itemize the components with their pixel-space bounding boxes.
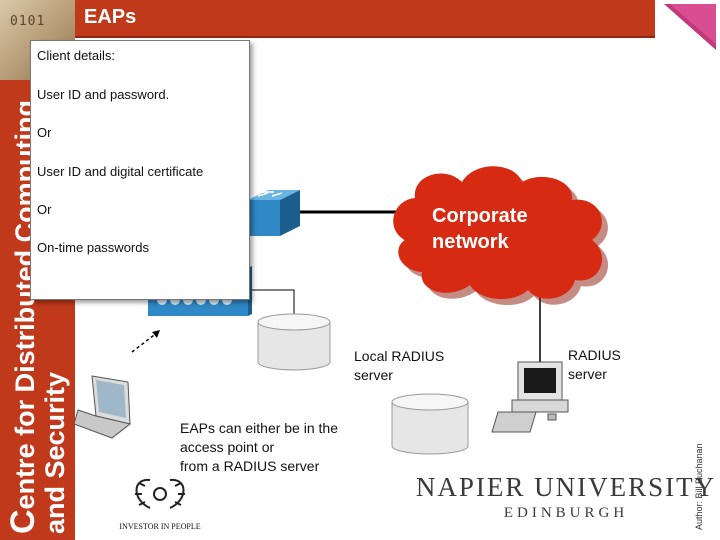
logo-digits: 0101 [10, 14, 46, 29]
radius-line2: server [568, 366, 607, 382]
university-name: NAPIER UNIVERSITY [415, 472, 717, 502]
popup-line: User ID and password. [37, 87, 170, 102]
cloud-label: Corporate network [432, 203, 528, 255]
laptop-icon [73, 375, 132, 439]
university-logo: NAPIER UNIVERSITY EDINBURGH [412, 472, 720, 522]
corner-triangle-icon [656, 0, 720, 52]
radius-server-label: RADIUS server [568, 346, 621, 384]
header-bar [75, 0, 655, 38]
database-icon [391, 393, 469, 455]
desktop-computer-icon [491, 361, 569, 433]
popup-line: Or [37, 125, 52, 140]
wireless-link [131, 331, 159, 353]
page-title: EAPs [84, 6, 137, 28]
popup-line: Client details: [37, 48, 116, 63]
local-radius-line1: Local RADIUS [354, 348, 445, 364]
eaps-note-line3: from a RADIUS server [180, 458, 320, 474]
local-radius-line2: server [354, 367, 393, 383]
database-icon [257, 313, 331, 371]
eaps-note: EAPs can either be in the access point o… [180, 419, 338, 476]
cloud-icon [393, 166, 609, 306]
radius-line1: RADIUS [568, 347, 621, 363]
author-label: Author: Bill Buchanan [694, 443, 704, 530]
switch-local-radius-link [248, 289, 295, 318]
cloud-label-line1: Corporate [432, 205, 528, 227]
client-details-box: Client details: User ID and password. Or… [30, 40, 250, 300]
cloud-label-line2: network [432, 231, 509, 253]
eaps-note-line1: EAPs can either be in the [180, 420, 338, 436]
investor-in-people-text: INVESTOR IN PEOPLE [119, 522, 201, 531]
popup-line: On-time passwords [37, 240, 149, 255]
arrow-head-icon [152, 330, 160, 338]
local-radius-label: Local RADIUS server [354, 347, 444, 385]
wreath-logo-icon [135, 478, 185, 509]
popup-line: Or [37, 202, 52, 217]
eaps-note-line2: access point or [180, 439, 275, 455]
popup-line: User ID and digital certificate [37, 164, 204, 179]
university-city: EDINBURGH [503, 505, 629, 521]
